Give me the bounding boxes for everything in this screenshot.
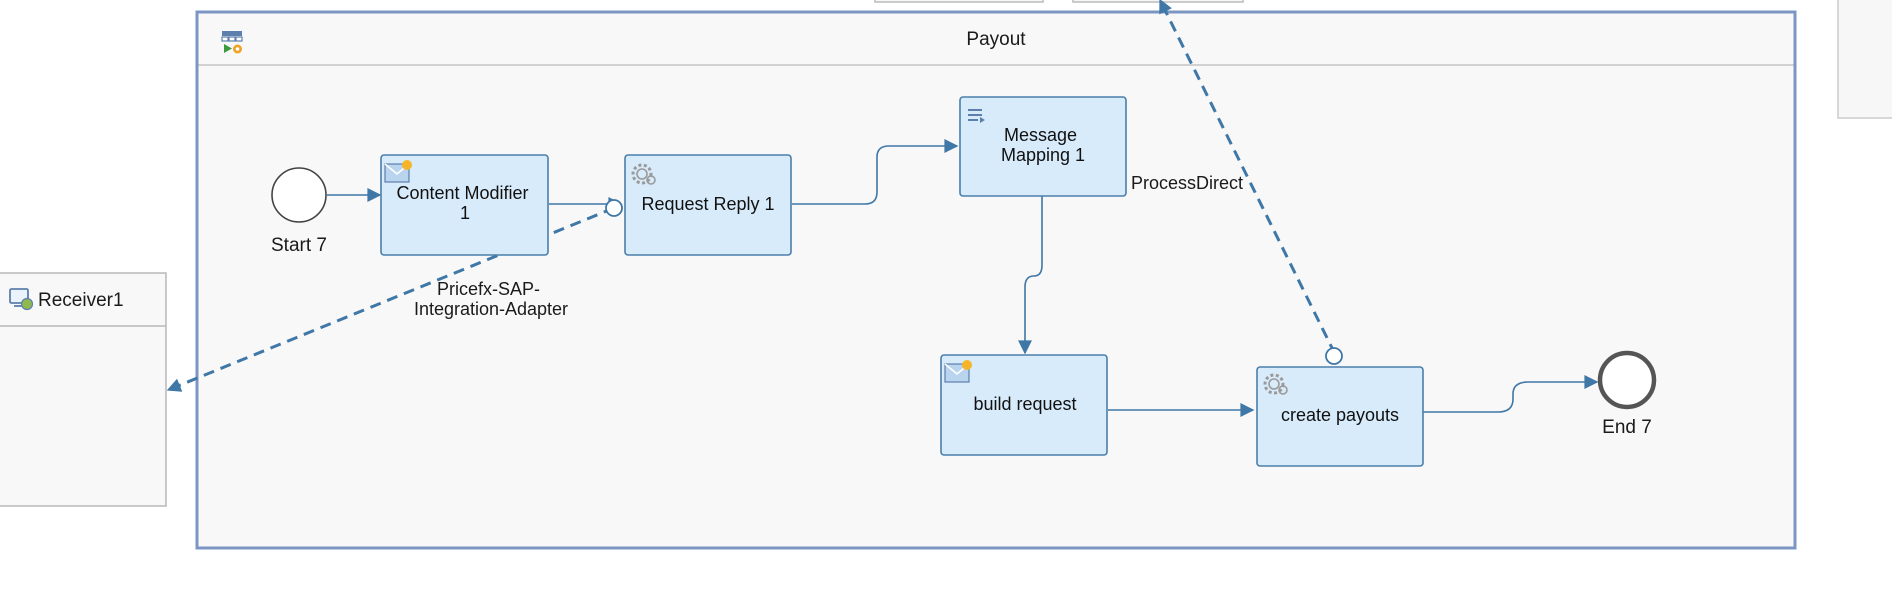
pricefx-adapter-label[interactable]: Pricefx-SAP- Integration-Adapter <box>414 279 568 319</box>
build-request-label: build request <box>973 394 1076 414</box>
create-payouts-connector-point[interactable] <box>1325 347 1343 365</box>
content-modifier-step[interactable]: Content Modifier 1 <box>380 154 549 256</box>
end-event[interactable]: End 7 <box>1597 350 1657 438</box>
message-mapping-step[interactable]: Message Mapping 1 <box>959 96 1127 197</box>
content-modifier-label-line-2: 1 <box>460 203 470 223</box>
flow-message-mapping-to-build-request[interactable] <box>1018 196 1043 355</box>
pricefx-adapter-label-line-1: Pricefx-SAP- <box>437 279 540 299</box>
receiver-label: Receiver1 <box>38 290 124 311</box>
message-mapping-label-line-1: Message <box>1004 125 1077 145</box>
offscreen-element-top-2[interactable] <box>1072 0 1244 3</box>
message-mapping-label: Message Mapping 1 <box>1001 125 1085 165</box>
content-modifier-icon <box>384 160 412 183</box>
request-reply-label: Request Reply 1 <box>641 194 774 214</box>
flow-create-payouts-to-end[interactable] <box>1423 375 1599 413</box>
process-direct-label[interactable]: ProcessDirect <box>1131 173 1243 193</box>
message-mapping-label-line-2: Mapping 1 <box>1001 145 1085 165</box>
integration-process-title: Payout <box>966 29 1026 50</box>
create-payouts-gear-icon <box>1263 373 1288 395</box>
offscreen-element-top-1[interactable] <box>874 0 1044 3</box>
message-flow-process-direct[interactable] <box>1158 0 1337 355</box>
request-reply-connector-point[interactable] <box>605 199 623 217</box>
offscreen-element-right[interactable] <box>1837 0 1892 119</box>
flow-request-reply-to-message-mapping[interactable] <box>792 139 959 205</box>
create-payouts-label: create payouts <box>1281 405 1399 425</box>
build-request-icon <box>944 360 972 383</box>
receiver-icon <box>9 288 34 311</box>
end-event-label: End 7 <box>1602 417 1652 438</box>
start-event-label: Start 7 <box>271 235 327 256</box>
build-request-step[interactable]: build request <box>940 354 1108 456</box>
request-reply-gear-icon <box>631 163 656 185</box>
content-modifier-label-line-1: Content Modifier <box>396 183 528 203</box>
pricefx-adapter-label-line-2: Integration-Adapter <box>414 299 568 319</box>
request-reply-step[interactable]: Request Reply 1 <box>624 154 792 256</box>
message-mapping-icon <box>968 109 985 123</box>
integration-process-icon <box>221 31 243 54</box>
receiver-participant[interactable]: Receiver1 <box>0 272 167 507</box>
start-event[interactable]: Start 7 <box>271 167 327 256</box>
create-payouts-step[interactable]: create payouts <box>1256 366 1424 467</box>
content-modifier-label: Content Modifier 1 <box>396 183 533 223</box>
